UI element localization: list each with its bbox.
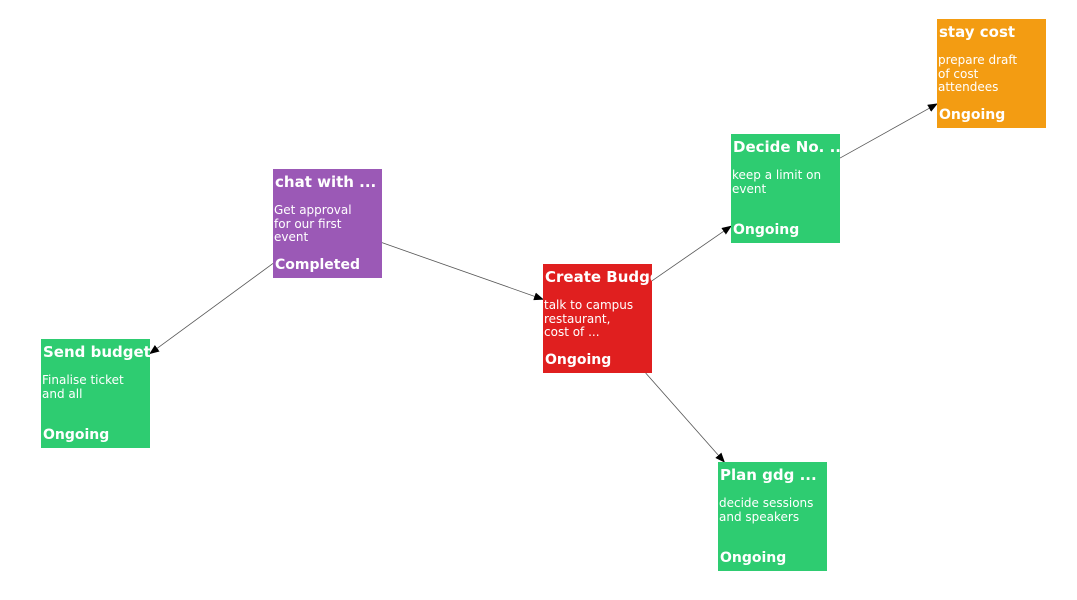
task-node-create-budget[interactable]: Create Budget talk to campus restaurant,… [543, 264, 652, 373]
node-title: stay cost [939, 23, 1016, 41]
node-status: Ongoing [733, 222, 800, 238]
node-status: Completed [275, 257, 361, 273]
node-description: talk to campus restaurant, cost of ... [544, 298, 634, 339]
node-title: Create Budget [545, 268, 652, 286]
edge-arrow-decide-to-stay [839, 103, 938, 159]
node-description: decide sessions and speakers [719, 496, 814, 524]
node-description: Get approval for our first event [274, 203, 352, 244]
edge-arrow-budget-to-plan [645, 372, 725, 463]
node-description: keep a limit on event [732, 168, 822, 196]
node-description: prepare draft of cost attendees [938, 53, 1018, 94]
task-node-decide[interactable]: Decide No. ... keep a limit on event Ong… [731, 134, 840, 243]
node-status: Ongoing [720, 550, 787, 566]
task-node-send-budget[interactable]: Send budget ... Finalise ticket and all … [41, 339, 150, 448]
node-title: Decide No. ... [733, 138, 840, 156]
node-title: Send budget ... [43, 343, 150, 361]
edge-arrow-chat-to-budget [381, 242, 544, 301]
edge-arrow-chat-to-send [149, 263, 274, 355]
node-title: chat with ... [275, 173, 377, 191]
task-node-plan-gdg[interactable]: Plan gdg ... decide sessions and speaker… [718, 462, 827, 571]
edge-arrow-budget-to-decide [651, 225, 732, 282]
node-description: Finalise ticket and all [42, 373, 124, 401]
task-node-stay-cost[interactable]: stay cost prepare draft of cost attendee… [937, 19, 1046, 128]
node-title: Plan gdg ... [720, 466, 817, 484]
node-status: Ongoing [939, 107, 1006, 123]
node-status: Ongoing [43, 427, 110, 443]
task-node-chat[interactable]: chat with ... Get approval for our first… [273, 169, 382, 278]
node-status: Ongoing [545, 352, 612, 368]
